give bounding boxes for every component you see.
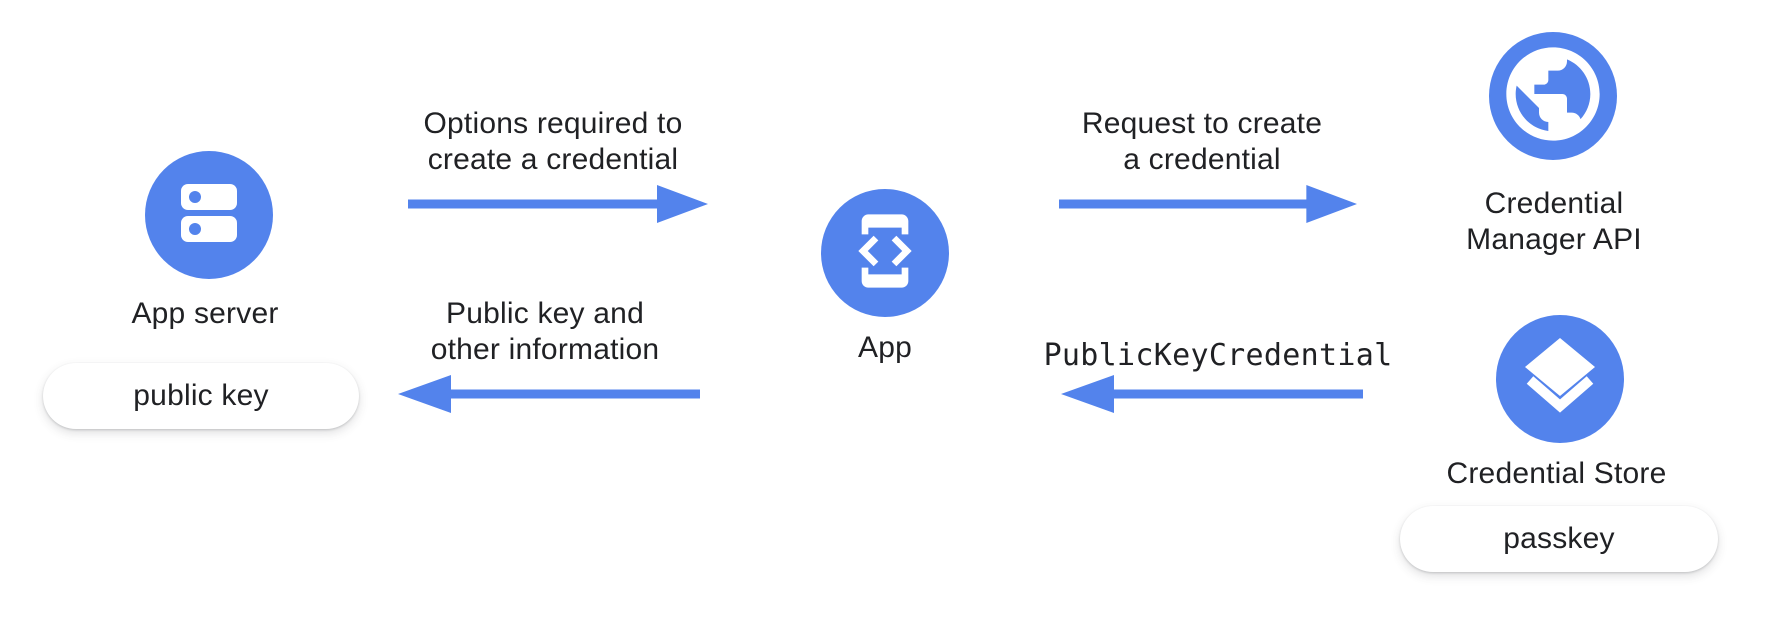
layers-icon <box>1496 313 1624 446</box>
flow-label-public-key-info-line1: Public key and <box>446 297 644 330</box>
flow-label-options-line2: create a credential <box>427 143 679 176</box>
flow-label-request-line2: a credential <box>1123 143 1281 176</box>
arrow-right-icon <box>1059 185 1357 223</box>
app-label: App <box>858 331 912 364</box>
app-badge <box>821 189 949 317</box>
flow-label-request: Request to create a credential <box>1052 106 1352 178</box>
flow-label-public-key-info-line2: other information <box>430 333 660 366</box>
public-key-pill: public key <box>43 363 359 429</box>
credential-manager-api-badge <box>1489 32 1617 160</box>
app-server-label: App server <box>131 297 279 330</box>
flow-label-options: Options required to create a credential <box>403 106 703 178</box>
flow-label-publickeycredential: PublicKeyCredential <box>1043 338 1393 373</box>
credential-manager-api-label: Credential Manager API <box>1404 186 1704 258</box>
credential-store-badge <box>1496 315 1624 443</box>
credential-store-label: Credential Store <box>1446 457 1667 490</box>
passkey-pill-label: passkey <box>1503 522 1615 555</box>
arrow-left-icon <box>398 375 700 413</box>
credential-manager-api-label-line1: Credential <box>1484 187 1624 220</box>
app-server-badge <box>145 151 273 279</box>
credential-manager-api-label-line2: Manager API <box>1466 223 1642 256</box>
flow-label-public-key-info: Public key and other information <box>395 296 695 368</box>
flow-label-request-line1: Request to create <box>1081 107 1323 140</box>
phone-code-icon <box>845 211 925 296</box>
globe-icon <box>1497 38 1609 155</box>
server-icon <box>173 177 245 254</box>
arrow-right-icon <box>408 185 708 223</box>
arrow-left-icon <box>1061 375 1363 413</box>
passkey-pill: passkey <box>1400 506 1718 572</box>
public-key-pill-label: public key <box>133 379 269 412</box>
flow-label-options-line1: Options required to <box>423 107 683 140</box>
